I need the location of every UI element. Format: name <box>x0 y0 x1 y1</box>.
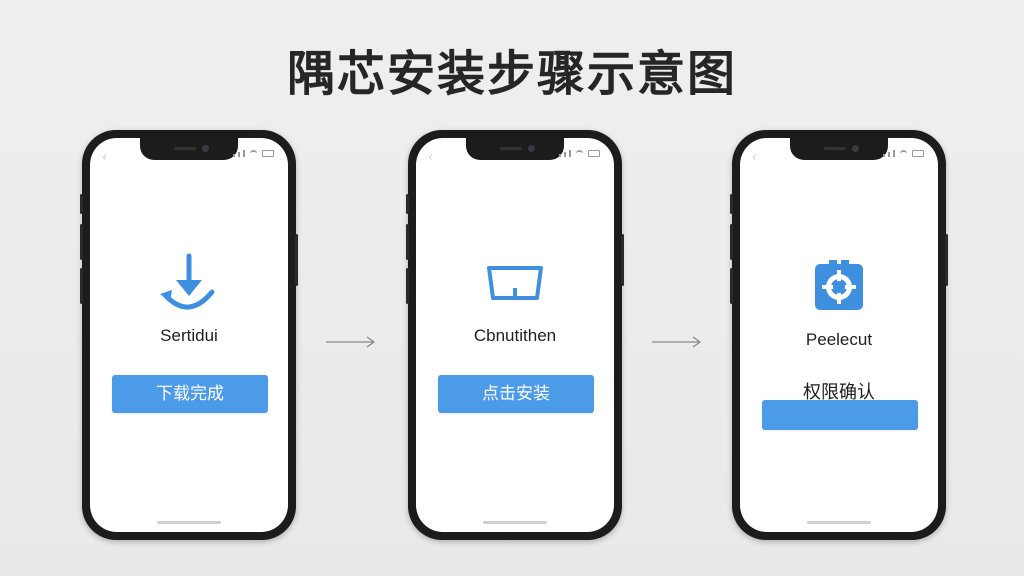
diagram-title: 隅芯安装步骤示意图 <box>286 46 737 102</box>
click-install-button[interactable]: 点击安装 <box>438 375 594 413</box>
phone-step-2: ‹ Cbnutithen 点击安装 <box>406 130 624 540</box>
right-arrow-icon <box>650 334 704 350</box>
step-label: Sertidui <box>160 326 218 345</box>
phone-step-1: ‹ Sertidui 下载完成 <box>80 130 298 540</box>
home-indicator <box>807 521 871 524</box>
back-chevron-icon: ‹ <box>428 150 433 164</box>
confirm-permission-button[interactable] <box>762 400 918 430</box>
home-indicator <box>157 521 221 524</box>
permission-gear-icon <box>740 258 938 314</box>
phone-screen: ‹ Cbnutithen 点击安装 <box>416 138 614 532</box>
step-label: Cbnutithen <box>473 326 557 345</box>
download-complete-button[interactable]: 下载完成 <box>112 375 268 413</box>
install-icon <box>416 260 614 308</box>
status-bar <box>233 150 274 157</box>
back-chevron-icon: ‹ <box>752 150 757 164</box>
step-sublabel: 权限确认 <box>803 382 875 403</box>
status-bar <box>883 150 924 157</box>
phone-step-3: ‹ Peelecut 权限确认 <box>730 130 948 540</box>
home-indicator <box>483 521 547 524</box>
phone-screen: ‹ Peelecut 权限确认 <box>740 138 938 532</box>
back-chevron-icon: ‹ <box>102 150 107 164</box>
right-arrow-icon <box>324 334 378 350</box>
status-bar <box>559 150 600 157</box>
step-label: Peelecut <box>805 330 873 349</box>
download-icon <box>90 250 288 316</box>
phone-screen: ‹ Sertidui 下载完成 <box>90 138 288 532</box>
